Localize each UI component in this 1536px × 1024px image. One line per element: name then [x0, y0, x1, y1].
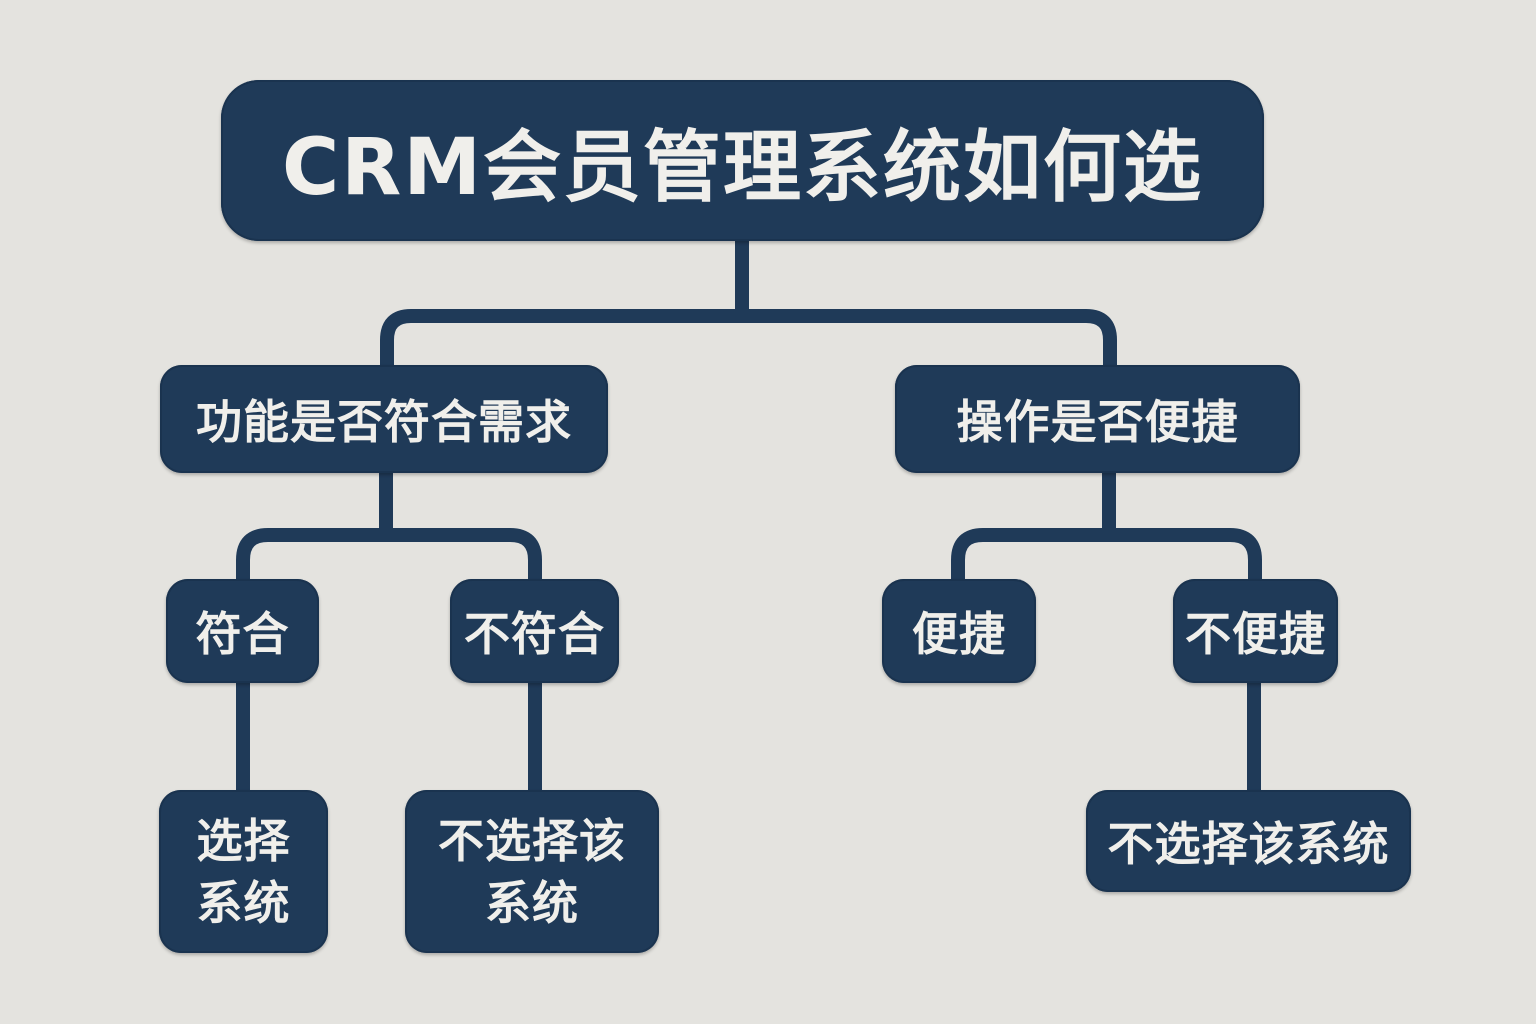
branch-node-function-fit: 功能是否符合需求 — [160, 365, 608, 473]
result-node-reject-system-function: 不选择该 系统 — [405, 790, 659, 953]
option-node-easy: 便捷 — [882, 579, 1036, 683]
result-node-line: 系统 — [485, 875, 579, 930]
root-node-label: CRM会员管理系统如何选 — [282, 122, 1203, 213]
root-node: CRM会员管理系统如何选 — [221, 80, 1264, 241]
result-node-line: 不选择该系统 — [1107, 817, 1390, 871]
branch-node-operation-ease: 操作是否便捷 — [895, 365, 1300, 473]
result-node-reject-system-operation: 不选择该系统 — [1086, 790, 1411, 892]
result-node-line: 系统 — [196, 875, 291, 930]
result-node-line: 不选择该 — [438, 813, 626, 868]
branch-node-label: 功能是否符合需求 — [196, 395, 572, 449]
option-node-not-fit: 不符合 — [450, 579, 619, 683]
option-node-label: 不便捷 — [1185, 607, 1326, 661]
option-node-label: 不符合 — [464, 607, 605, 661]
option-node-label: 符合 — [195, 607, 290, 661]
option-node-not-easy: 不便捷 — [1173, 579, 1338, 683]
option-node-fit: 符合 — [166, 579, 319, 683]
connector-func-children — [236, 528, 542, 580]
result-node-line: 选择 — [196, 813, 291, 868]
connector-op-children — [951, 528, 1262, 580]
connector-root-branches — [380, 309, 1117, 366]
result-node-select-system: 选择 系统 — [159, 790, 328, 953]
branch-node-label: 操作是否便捷 — [956, 395, 1239, 449]
option-node-label: 便捷 — [912, 607, 1006, 661]
